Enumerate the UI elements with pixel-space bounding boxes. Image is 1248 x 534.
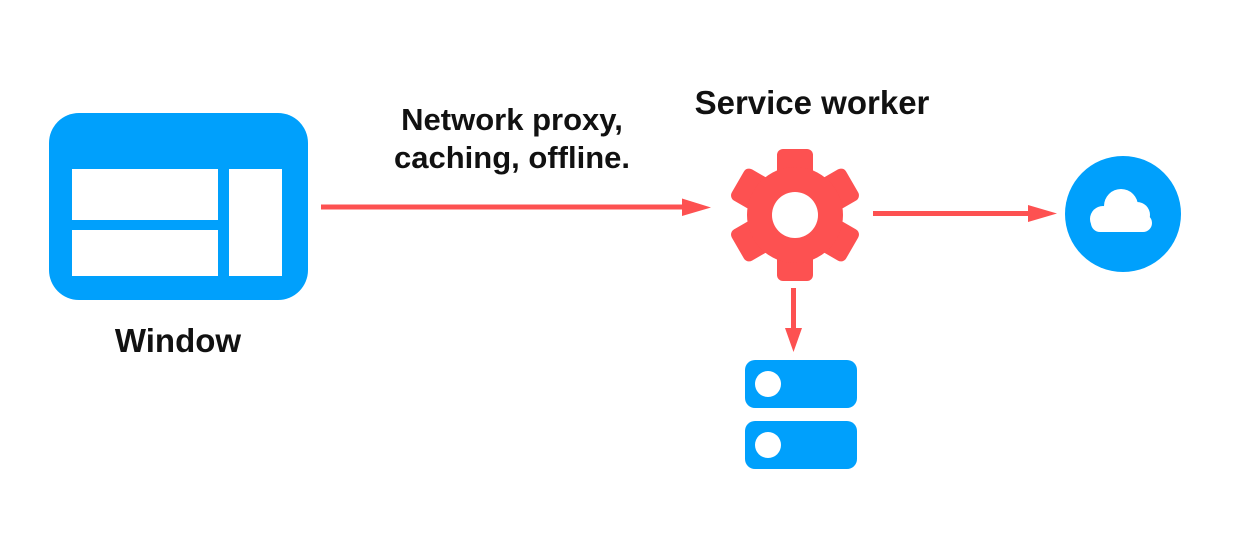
browser-window-content-bar-top: [72, 169, 218, 220]
arrow-service-worker-to-cache: [785, 288, 802, 352]
edge-label-line1: Network proxy,: [401, 102, 623, 137]
arrow-head-icon: [785, 328, 802, 352]
gear-icon: [731, 149, 859, 281]
cloud-icon: [1065, 156, 1181, 272]
service-worker-node-label: Service worker: [694, 84, 930, 121]
window-node-label: Window: [114, 322, 242, 359]
storage-drive-bottom-indicator: [755, 432, 781, 458]
browser-window-sidebar-panel: [229, 169, 282, 276]
arrow-head-icon: [1028, 205, 1057, 222]
edge-label-network-proxy: Network proxy, caching, offline.: [342, 101, 682, 177]
storage-drive-top-indicator: [755, 371, 781, 397]
gear-hub-hole: [772, 192, 818, 238]
edge-label-line2: caching, offline.: [394, 140, 630, 175]
browser-window-icon: [49, 113, 308, 300]
arrow-head-icon: [682, 198, 711, 216]
arrow-window-to-service-worker: [321, 198, 711, 216]
storage-stack-icon: [745, 360, 857, 469]
arrow-service-worker-to-network: [873, 205, 1057, 222]
browser-window-content-bar-bottom: [72, 230, 218, 276]
